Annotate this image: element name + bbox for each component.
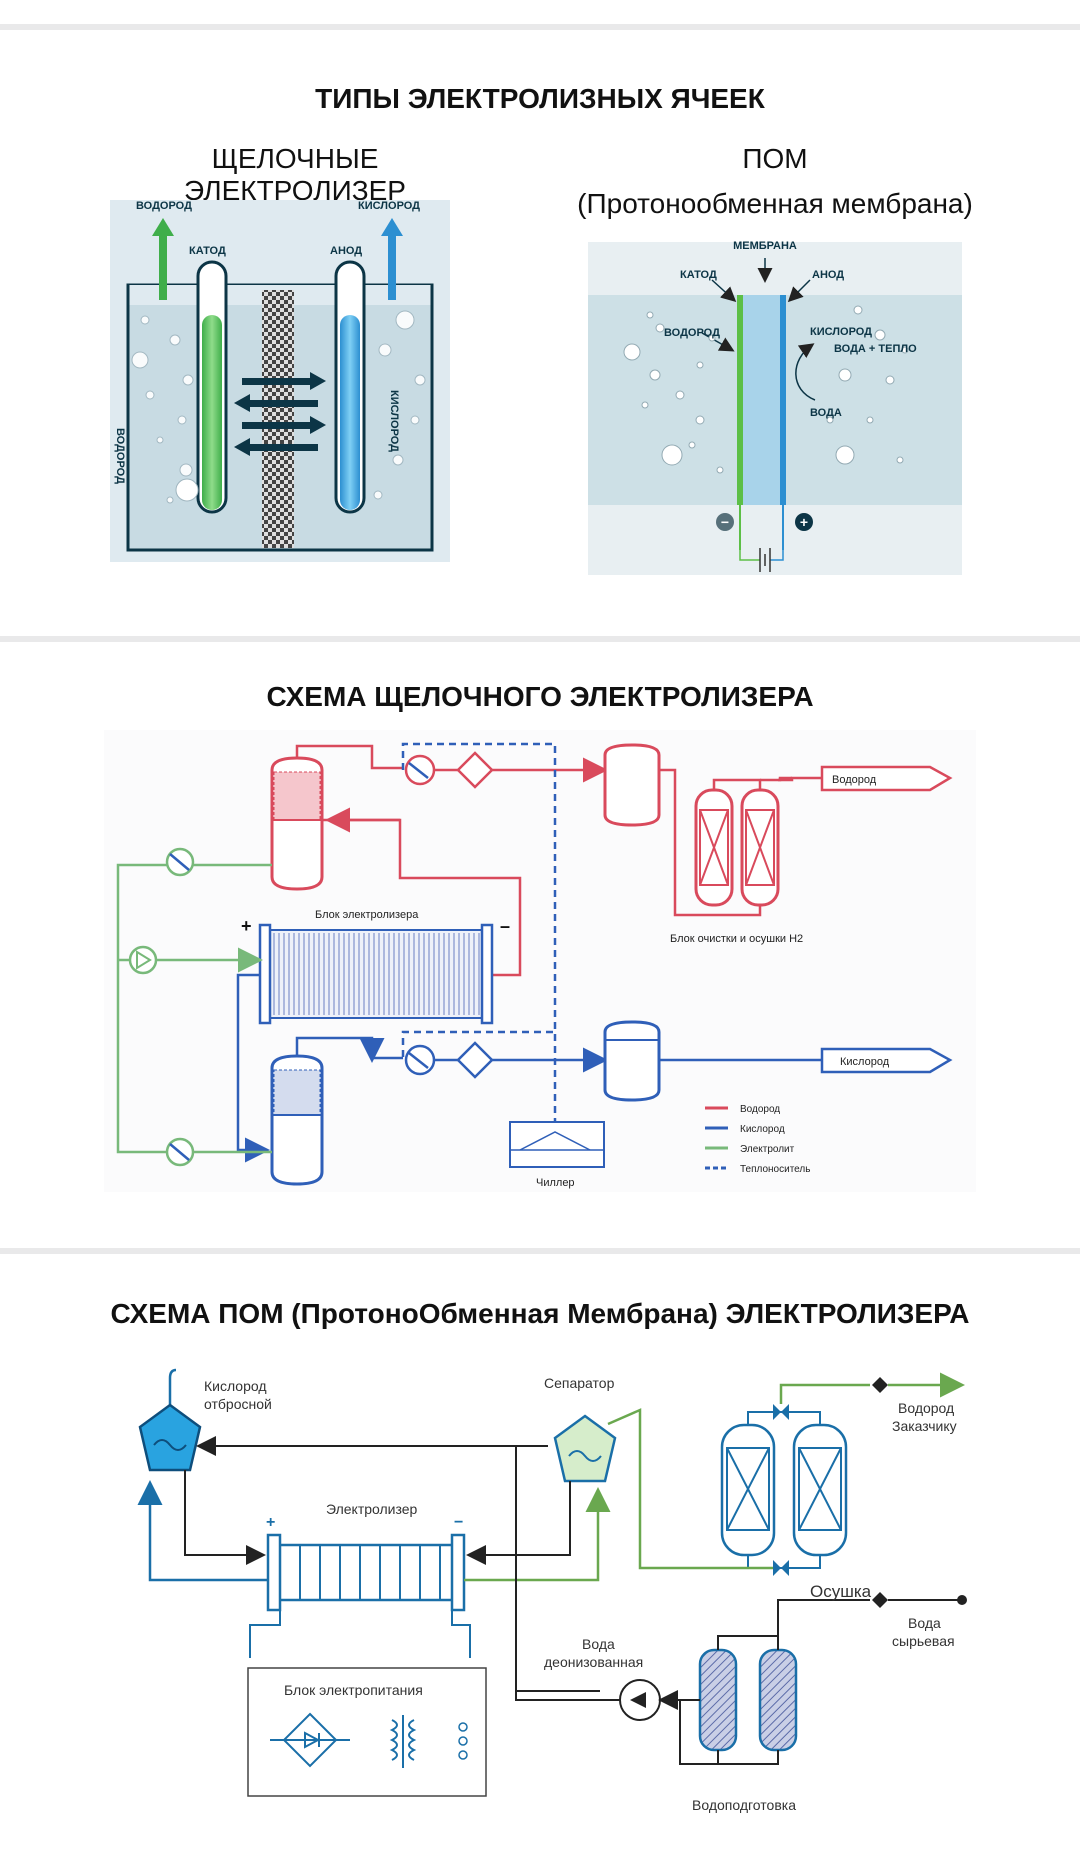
water-treatment-label: Водоподготовка [692, 1797, 796, 1813]
electrolyzer-block-label: Блок электролизера [315, 909, 419, 921]
pem-scheme-title: СХЕМА ПОМ (ПротоноОбменная Мембрана) ЭЛЕ… [110, 1298, 970, 1329]
deionized-water-label-line1: Вода [582, 1636, 615, 1652]
top-divider [0, 24, 1080, 30]
hydrogen-output-label: Водород [832, 774, 877, 786]
alkaline-scheme-title: СХЕМА ЩЕЛОЧНОГО ЭЛЕКТРОЛИЗЕРА [266, 681, 814, 712]
pem-stack-minus: − [454, 1514, 463, 1531]
deionized-water-label-line2: деонизованная [544, 1654, 643, 1670]
purification-block-label: Блок очистки и осушки Н2 [670, 933, 803, 945]
pem-hydrogen-label: ВОДОРОД [664, 327, 720, 339]
pem-heading-line2: (Протонообменная мембрана) [577, 188, 973, 219]
cell-types-title: ТИПЫ ЭЛЕКТРОЛИЗНЫХ ЯЧЕЕК [315, 83, 765, 114]
pem-anode-label: АНОД [812, 269, 844, 281]
pem-water-label: ВОДА [810, 407, 842, 419]
raw-water-label-line1: Вода [908, 1615, 941, 1631]
alkaline-oxygen-out-label: КИСЛОРОД [358, 200, 421, 212]
pem-heading-line1: ПОМ [742, 143, 808, 174]
oxygen-output-label: Кислород [840, 1056, 890, 1068]
legend-coolant: Теплоноситель [740, 1164, 810, 1175]
hydrogen-customer-label-line2: Заказчику [892, 1418, 957, 1434]
pem-cathode-label: КАТОД [680, 269, 717, 281]
pem-electrolyzer-label: Электролизер [326, 1501, 418, 1517]
hydrogen-separator [270, 756, 324, 891]
pem-membrane-label: МЕМБРАНА [733, 240, 797, 252]
legend-electrolyte: Электролит [740, 1144, 795, 1155]
legend-oxygen: Кислород [740, 1124, 785, 1135]
chiller-label: Чиллер [536, 1177, 575, 1189]
stack-plus-sign: + [241, 916, 252, 936]
alkaline-cathode-label: КАТОД [189, 245, 226, 257]
separator-label: Сепаратор [544, 1375, 615, 1391]
alkaline-anode-label: АНОД [330, 245, 363, 257]
hydrogen-customer-label-line1: Водород [898, 1400, 954, 1416]
power-block-label: Блок электропитания [284, 1682, 423, 1698]
oxygen-separator [270, 1054, 324, 1186]
pem-minus-sign: − [721, 514, 729, 530]
raw-water-label-line2: сырьевая [892, 1633, 955, 1649]
middle-divider-1 [0, 636, 1080, 642]
middle-divider-2 [0, 1248, 1080, 1254]
pem-oxygen-label: КИСЛОРОД [810, 326, 872, 338]
electrolyzer-stack [258, 923, 494, 1025]
stack-minus-sign: – [500, 916, 510, 936]
oxygen-vent-label-line2: отбросной [204, 1396, 272, 1412]
pem-water-heat-label: ВОДА + ТЕПЛО [834, 343, 917, 355]
oxygen-vent-label-line1: Кислород [204, 1378, 267, 1394]
alkaline-hydrogen-out-label: ВОДОРОД [136, 200, 192, 212]
pem-stack-plus: + [266, 1514, 275, 1531]
drying-label: Осушка [810, 1582, 872, 1601]
pem-plus-sign: + [800, 514, 808, 530]
legend-hydrogen: Водород [740, 1104, 780, 1115]
